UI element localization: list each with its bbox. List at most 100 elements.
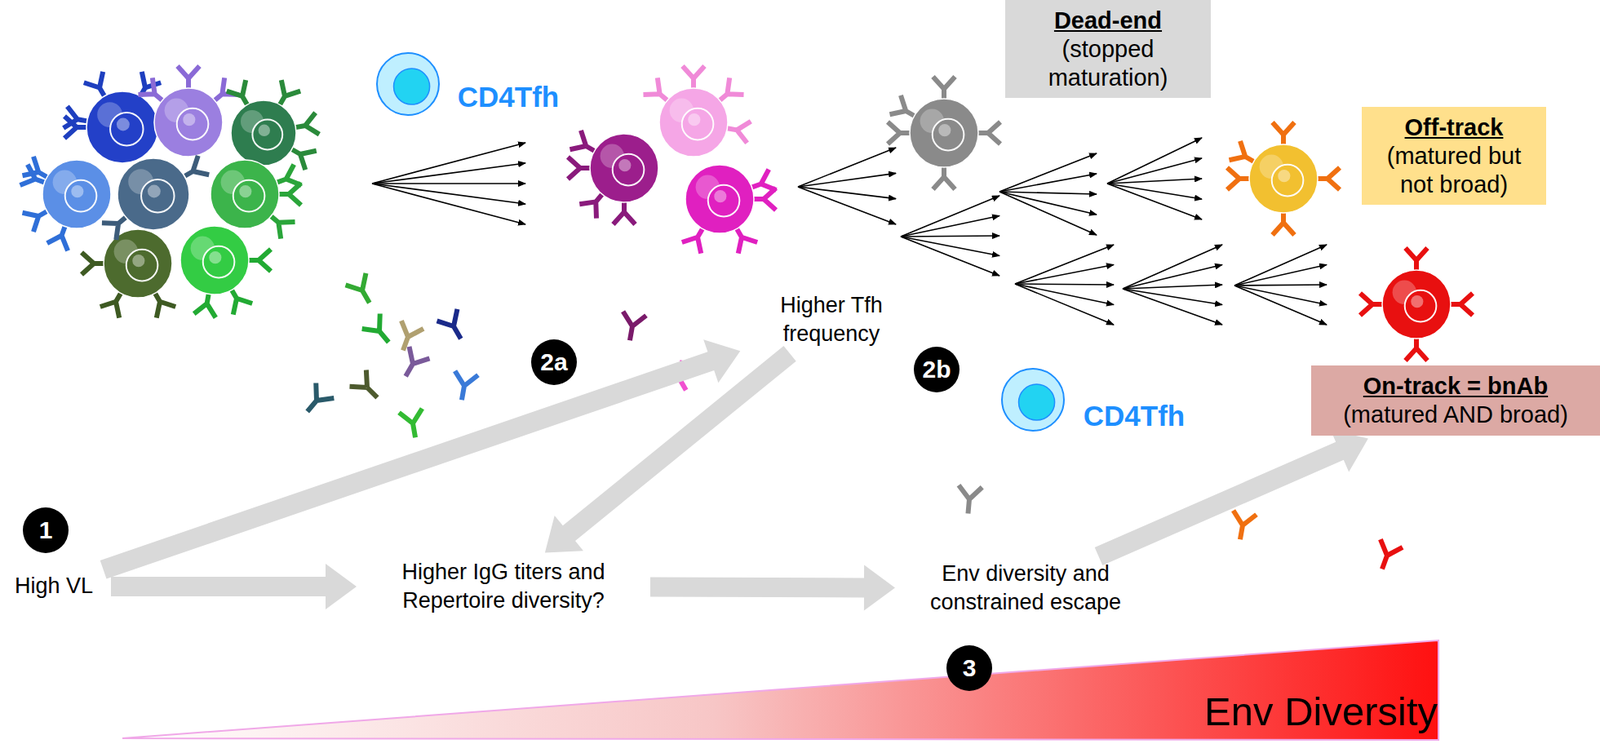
expansion-arrow [900,235,1000,237]
cell-nucleus [612,154,645,187]
cell-body [117,158,190,231]
cell-body [180,226,249,295]
antibody-shape [395,346,430,382]
nucleus-shine [1277,169,1290,182]
box-text: (matured but not broad) [1369,141,1538,200]
outcome-box: Dead-end(stopped maturation) [1005,0,1211,98]
cell-nucleus [1404,290,1437,323]
antibody [437,309,472,345]
expansion-arrow [1014,283,1114,285]
cell-nucleus [177,108,209,141]
expansion-arrow [1122,265,1223,290]
t-cell [376,53,439,116]
antibody-shape [362,313,399,350]
cell-body [42,159,111,229]
expansion-arrow [1107,137,1202,184]
expansion-arrow [999,191,1097,195]
nucleus-shine [147,185,161,199]
text-node: Higher Tfh frequency [741,291,922,349]
antibody [362,313,399,350]
b-cell [682,164,777,254]
cell-label: CD4Tfh [1083,399,1185,433]
t-cell [1001,368,1064,431]
flow-arrow [1094,429,1369,566]
expansion-arrow [999,173,1097,192]
expansion-arrow [900,195,1000,237]
cell-nucleus [708,185,741,218]
box-heading: Dead-end [1013,6,1203,36]
b-cell [63,71,161,164]
antibody [618,311,647,343]
expansion-arrow [900,236,1000,276]
cell-body [909,98,979,168]
callout-number: 2a [531,339,577,386]
expansion-arrow [999,191,1097,215]
antibody-shape [437,309,472,345]
flow-arrow [545,345,797,553]
expansion-arrow [1122,284,1223,289]
axis-label: Env Diversity [1204,688,1438,735]
expansion-arrow [372,163,526,184]
cell-nucleus [1019,384,1055,421]
antibody-shape [298,382,335,419]
box-text: (matured AND broad) [1319,400,1592,430]
expansion-arrow [1122,244,1223,289]
expansion-arrow [372,182,526,185]
cell-body [210,159,280,229]
antibody-shape [450,371,479,403]
nucleus-shine [208,251,222,264]
antibody-shape [345,273,381,309]
expansion-arrow [372,142,526,184]
expansion-arrow [1107,183,1202,220]
nucleus-shine [713,190,727,203]
b-cell [137,66,239,157]
cell-body [1249,144,1318,213]
nucleus-shine [239,185,252,198]
antibody [395,346,430,382]
expansion-arrow [1107,158,1202,184]
antibody-shape [1228,510,1257,542]
cell-nucleus [141,179,174,213]
antibody [450,371,479,403]
expansion-arrow [999,191,1097,235]
text-node: High VL [4,571,103,601]
expansion-arrow [1234,284,1327,286]
cell-body [685,164,754,234]
cell-nucleus [126,249,159,282]
nucleus-shine [132,254,145,267]
antibody [1228,510,1257,542]
cell-nucleus [65,180,98,213]
b-cell [1227,122,1340,235]
nucleus-shine [687,113,701,126]
antibody-shape [618,311,647,343]
b-cell [1360,248,1473,361]
nucleus-shine [938,124,951,137]
b-cell [226,79,320,170]
expansion-arrow [1014,283,1114,306]
b-cell [20,156,111,252]
antibody [350,370,386,407]
b-cell [642,66,751,157]
env-diversity-wedge [122,640,1439,741]
expansion-arrow [1234,285,1327,306]
flow-arrow [100,339,741,579]
antibody [298,382,335,419]
b-cell [81,229,176,319]
nucleus-shine [70,185,84,198]
antibody [1370,539,1403,573]
antibody [345,273,381,309]
cell-nucleus [932,119,965,151]
cell-nucleus [252,119,283,151]
expansion-arrow [1014,283,1114,325]
nucleus-shine [618,159,631,172]
antibody-shape [350,370,386,407]
expansion-arrow [999,153,1097,192]
cell-body [376,53,439,116]
nucleus-shine [1410,295,1423,308]
box-text: Higher Tfh frequency [741,291,922,349]
cell-body [154,88,223,157]
box-text: Higher IgG titers and Repertoire diversi… [364,558,643,616]
cell-nucleus [682,108,714,141]
expansion-arrow [1122,288,1223,306]
cell-body [659,88,728,157]
